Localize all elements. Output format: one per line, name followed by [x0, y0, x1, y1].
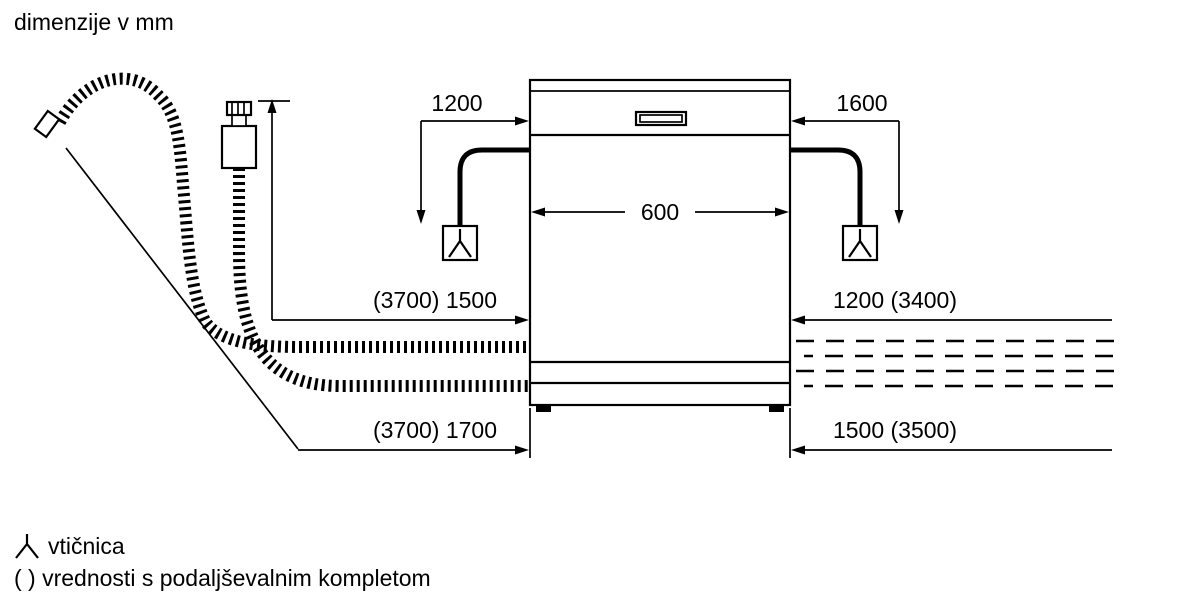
- diagram-title: dimenzije v mm: [14, 9, 174, 35]
- power-cord-right: [790, 147, 863, 226]
- dim-drain-hose-left-label: (3700) 1700: [373, 417, 497, 443]
- dim-power-cord-right-arrow-left: [791, 116, 805, 126]
- legend-extension-note: ( ) vrednosti s podaljševalnim kompletom: [14, 565, 431, 591]
- drain-hose-end-cap: [33, 109, 61, 139]
- dim-drain-hose-right: 1500 (3500): [789, 408, 1112, 458]
- dim-power-cord-right-arrow-down: [894, 210, 904, 224]
- dim-drain-hose-right-label: 1500 (3500): [833, 417, 957, 443]
- tap-neck: [231, 114, 247, 127]
- dim-appliance-width: 600: [531, 199, 789, 225]
- hose-extension-dashed-lines: [796, 339, 1118, 388]
- appliance-foot-right: [769, 405, 784, 412]
- socket-right: [841, 224, 879, 262]
- drain-hose-corrugated-path: [54, 72, 528, 353]
- dim-drain-hose-right-arrow: [791, 445, 805, 455]
- dim-power-cord-left: 1200: [416, 90, 529, 224]
- legend-socket-label: vtičnica: [48, 533, 125, 559]
- appliance-foot-left: [536, 405, 551, 412]
- dim-inlet-hose-left-label: (3700) 1500: [373, 287, 497, 313]
- appliance-body: [528, 78, 792, 407]
- dim-power-cord-left-arrow-down: [416, 210, 426, 224]
- drain-hose: [33, 72, 528, 353]
- socket-right-box: [841, 224, 879, 262]
- tap-body: [220, 124, 258, 170]
- dim-width-arrow-right: [775, 207, 789, 217]
- tap-cap: [225, 100, 253, 117]
- dim-drain-hose-left: (3700) 1700: [298, 408, 531, 458]
- dim-power-cord-right-label: 1600: [836, 90, 887, 116]
- dim-width-arrow-left: [531, 207, 545, 217]
- dim-inlet-hose-right-arrow: [791, 315, 805, 325]
- tap-connector: [220, 100, 258, 170]
- tap-cap-hatch: [231, 102, 245, 115]
- power-cord-right-path: [790, 147, 863, 226]
- dim-power-cord-left-label: 1200: [431, 90, 482, 116]
- power-cord-left: [457, 147, 530, 226]
- dim-inlet-hose-left-arrow: [515, 315, 529, 325]
- legend: vtičnica ( ) vrednosti s podaljševalnim …: [14, 533, 431, 591]
- appliance: [528, 78, 792, 412]
- socket-left-symbol: [448, 229, 472, 258]
- socket-left: [441, 224, 479, 262]
- dim-inlet-hose-right: 1200 (3400): [791, 287, 1112, 325]
- dim-drain-hose-left-arrow: [515, 445, 529, 455]
- socket-right-symbol: [848, 229, 872, 258]
- drain-hose-leader-line: [65, 147, 299, 450]
- legend-socket-icon: [15, 534, 39, 559]
- door-handle: [634, 110, 688, 127]
- door-handle-inner: [639, 114, 683, 123]
- dim-inlet-hose-left-arrow-up: [267, 99, 277, 113]
- dim-inlet-hose-left: (3700) 1500: [258, 99, 529, 325]
- dim-power-cord-right: 1600: [791, 90, 904, 224]
- dim-inlet-hose-right-label: 1200 (3400): [833, 287, 957, 313]
- power-cord-left-path: [457, 147, 530, 226]
- dim-power-cord-left-arrow-right: [515, 116, 529, 126]
- dim-appliance-width-label: 600: [641, 199, 679, 225]
- inlet-hose: [233, 168, 528, 392]
- inlet-hose-corrugated-path: [233, 168, 528, 392]
